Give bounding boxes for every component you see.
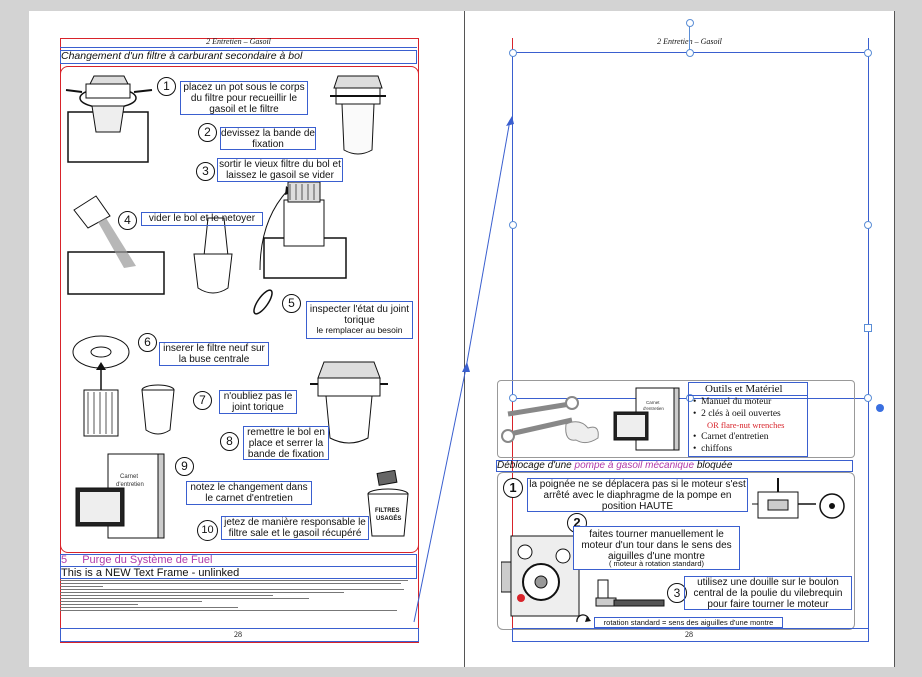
tools-box[interactable]	[497, 380, 855, 458]
maintenance-book-illustration: Carnet d'entretien	[75, 453, 165, 539]
left-step-4-number: 4	[118, 211, 137, 230]
left-step-8-text[interactable]: remettre le bol en place et serrer la ba…	[243, 426, 329, 460]
right-step-1-number: 1	[503, 478, 523, 498]
left-step-6-text[interactable]: inserer le filtre neuf sur la buse centr…	[159, 342, 269, 366]
right-section-title[interactable]: Déblocage d'une pompe à gasoil mécanique…	[496, 460, 853, 472]
tools-title: Outils et Matériel	[689, 383, 807, 396]
svg-text:Carnet: Carnet	[646, 400, 660, 405]
left-step-4-text[interactable]: vider le bol et le netoyer	[141, 212, 263, 226]
left-step-5-text: inspecter l'état du joint torique	[309, 304, 410, 327]
left-step-7-number: 7	[193, 391, 212, 410]
tools-item-2: • 2 clés à oeil ouvertes	[693, 409, 781, 419]
resize-handle-bottom-left[interactable]	[509, 394, 517, 402]
section-5-number: 5	[61, 554, 68, 566]
rotation-arrow-icon	[576, 614, 591, 623]
left-illustration-frame[interactable]	[60, 66, 419, 553]
tools-list-frame[interactable]: Outils et Matériel • Manuel du moteur • …	[688, 382, 808, 457]
left-page-number: 28	[234, 630, 242, 639]
right-step-3-text[interactable]: utilisez une douille sur le boulon centr…	[684, 576, 852, 610]
rotation-note[interactable]: rotation standard = sens des aiguilles d…	[594, 617, 783, 628]
filter-assembled-illustration	[330, 75, 386, 155]
pour-gasoil-illustration	[67, 195, 165, 295]
rotation-handle-line	[689, 26, 690, 52]
text-thread-link[interactable]	[410, 110, 520, 630]
right-step-2-text: faites tourner manuellement le moteur d'…	[581, 529, 732, 563]
right-page-number: 28	[685, 630, 693, 639]
book-cover-label: Carnet	[120, 474, 138, 480]
resize-handle-middle-right[interactable]	[864, 221, 872, 229]
left-running-header: 2 Entretien – Gasoil	[60, 37, 417, 48]
right-section-title-part3: bloquée	[694, 460, 733, 471]
tools-item-1: • Manuel du moteur	[693, 397, 772, 407]
right-step-1-text[interactable]: la poignée ne se déplacera pas si le mot…	[527, 478, 748, 512]
right-step-2-frame[interactable]: faites tourner manuellement le moteur d'…	[573, 526, 740, 570]
tools-item-4: • Carnet d'entretien	[693, 432, 769, 442]
resize-handle-bottom-center[interactable]	[686, 394, 694, 402]
remove-filter-illustration	[259, 181, 347, 279]
tools-maintenance-book-illustration: Carnet d'entretien	[613, 387, 680, 451]
left-step-1-text[interactable]: placez un pot sous le corps du filtre po…	[180, 81, 308, 115]
resize-handle-middle-left[interactable]	[509, 221, 517, 229]
left-step-9-text[interactable]: notez le changement dans le carnet d'ent…	[186, 481, 312, 505]
left-footer-frame[interactable]	[60, 628, 419, 642]
left-step-6-number: 6	[138, 333, 157, 352]
bowl-illustration	[141, 384, 175, 435]
resize-handle-top-left[interactable]	[509, 49, 517, 57]
right-step-2-subtext: ( moteur à rotation standard)	[608, 559, 705, 568]
selection-indicator-dot[interactable]	[876, 404, 884, 412]
left-section-title[interactable]: Changement d'un filtre à carburant secon…	[60, 50, 417, 64]
filter-housing-illustration	[65, 75, 153, 163]
left-step-2-text[interactable]: devissez la bande de fixation	[220, 127, 316, 151]
left-step-1-number: 1	[157, 77, 176, 96]
selected-empty-frame[interactable]	[512, 52, 869, 399]
left-step-8-number: 8	[220, 432, 239, 451]
rotation-handle[interactable]	[686, 19, 694, 27]
resize-handle-top-right[interactable]	[864, 49, 872, 57]
left-step-7-text[interactable]: n'oubliez pas le joint torique	[219, 390, 297, 414]
placeholder-text-block[interactable]	[60, 578, 415, 611]
left-step-2-number: 2	[198, 123, 217, 142]
frame-out-port[interactable]	[864, 324, 872, 332]
left-step-9-number: 9	[175, 457, 194, 476]
resize-handle-top-center[interactable]	[686, 49, 694, 57]
fuel-pump-diagram-illustration	[752, 478, 845, 519]
svg-text:USAGÉS: USAGÉS	[376, 514, 401, 522]
left-step-10-number: 10	[197, 520, 218, 541]
socket-wrench-illustration	[595, 579, 665, 607]
new-text-frame-label[interactable]: This is a NEW Text Frame - unlinked	[60, 566, 417, 579]
right-section-title-highlight: pompe à gasoil mécanique	[574, 460, 695, 471]
tools-item-5: • chiffons	[693, 444, 733, 454]
used-filters-bucket-illustration: FILTRES USAGÉS	[367, 470, 409, 537]
left-step-10-text[interactable]: jetez de manière responsable le filtre s…	[221, 516, 369, 540]
left-step-3-number: 3	[196, 162, 215, 181]
svg-text:d'entretien: d'entretien	[643, 406, 664, 411]
left-step-5-frame[interactable]: inspecter l'état du joint torique le rem…	[306, 301, 413, 339]
right-step-3-number: 3	[667, 583, 687, 603]
clean-bowl-illustration	[193, 217, 233, 294]
engine-illustration	[501, 535, 580, 617]
resize-handle-bottom-right[interactable]	[864, 394, 872, 402]
o-ring-illustration	[253, 289, 273, 315]
section-5-title: Purge du Système de Fuel	[82, 554, 213, 566]
right-illustration-frame[interactable]	[497, 472, 855, 630]
insert-filter-illustration	[72, 335, 130, 437]
left-step-5-subtext: le remplacer au besoin	[316, 325, 403, 335]
right-section-title-part1: Déblocage d'une	[497, 460, 575, 471]
right-footer-frame[interactable]	[512, 628, 869, 642]
tools-item-3: OR flare-nut wrenches	[707, 420, 785, 430]
left-step-5-number: 5	[282, 294, 301, 313]
svg-text:FILTRES: FILTRES	[375, 508, 400, 514]
reassembled-filter-illustration	[310, 361, 388, 444]
left-step-3-text[interactable]: sortir le vieux filtre du bol et laissez…	[217, 158, 343, 182]
wrenches-illustration	[501, 396, 599, 444]
svg-text:d'entretien: d'entretien	[116, 482, 144, 488]
